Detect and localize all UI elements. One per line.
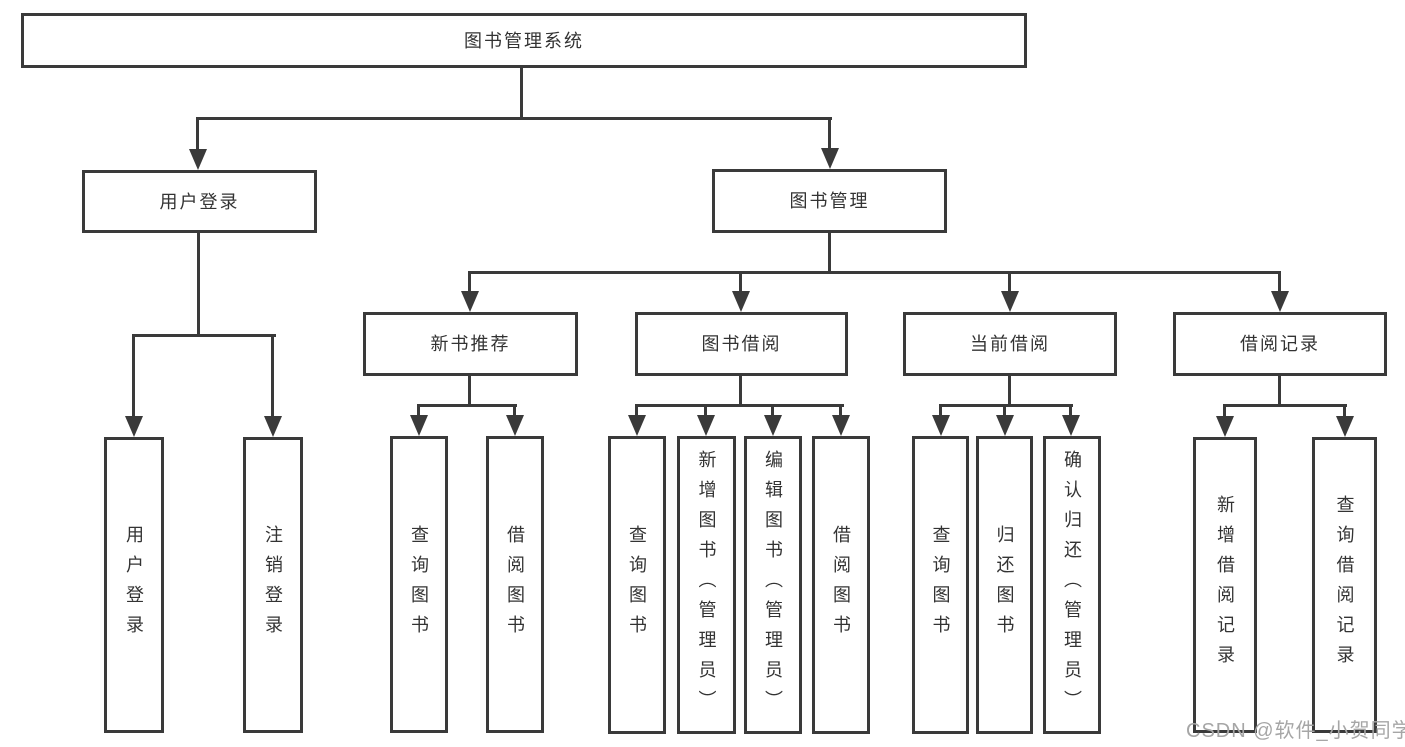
- arrow-down-icon: [764, 415, 782, 436]
- leaf-return-books: 归还图书: [976, 436, 1033, 734]
- connector-line: [132, 334, 135, 417]
- leaf-add-books-admin: 新增图书（管理员）: [677, 436, 736, 734]
- csdn-watermark: CSDN @软件_小贺同学: [1186, 720, 1405, 742]
- connector-line: [197, 233, 200, 336]
- connector-line: [939, 404, 942, 416]
- connector-line: [1003, 404, 1006, 416]
- leaf-add-borrow-record: 新增借阅记录: [1193, 437, 1257, 733]
- arrow-down-icon: [1001, 291, 1019, 312]
- connector-line: [739, 376, 742, 407]
- connector-line: [468, 271, 1281, 274]
- connector-line: [520, 66, 523, 118]
- connector-line: [704, 404, 707, 416]
- arrow-down-icon: [189, 149, 207, 170]
- node-book-borrowing: 图书借阅: [635, 312, 848, 376]
- connector-line: [417, 404, 517, 407]
- connector-line: [1278, 376, 1281, 407]
- node-library-management-system: 图书管理系统: [21, 13, 1027, 68]
- connector-line: [1223, 404, 1226, 417]
- leaf-query-borrow-record: 查询借阅记录: [1312, 437, 1377, 733]
- arrow-down-icon: [461, 291, 479, 312]
- arrow-down-icon: [1216, 416, 1234, 437]
- connector-line: [196, 117, 199, 151]
- arrow-down-icon: [732, 291, 750, 312]
- connector-line: [828, 233, 831, 274]
- connector-line: [1278, 271, 1281, 292]
- arrow-down-icon: [628, 415, 646, 436]
- connector-line: [1343, 404, 1346, 417]
- connector-line: [939, 404, 1073, 407]
- connector-line: [1069, 404, 1072, 416]
- node-current-borrowing: 当前借阅: [903, 312, 1117, 376]
- connector-line: [1008, 376, 1011, 407]
- arrow-down-icon: [1271, 291, 1289, 312]
- node-user-login: 用户登录: [82, 170, 317, 233]
- connector-line: [417, 404, 420, 416]
- arrow-down-icon: [410, 415, 428, 436]
- connector-line: [635, 404, 844, 407]
- arrow-down-icon: [1336, 416, 1354, 437]
- leaf-borrow-books: 借阅图书: [812, 436, 870, 734]
- node-book-management: 图书管理: [712, 169, 947, 233]
- node-borrowing-records: 借阅记录: [1173, 312, 1387, 376]
- arrow-down-icon: [264, 416, 282, 437]
- connector-line: [828, 117, 831, 151]
- arrow-down-icon: [697, 415, 715, 436]
- arrow-down-icon: [996, 415, 1014, 436]
- leaf-logout: 注销登录: [243, 437, 303, 733]
- connector-line: [739, 271, 742, 292]
- connector-line: [1223, 404, 1347, 407]
- arrow-down-icon: [932, 415, 950, 436]
- leaf-user-login: 用户登录: [104, 437, 164, 733]
- leaf-query-books: 查询图书: [912, 436, 969, 734]
- leaf-borrow-books: 借阅图书: [486, 436, 544, 733]
- connector-line: [271, 334, 274, 417]
- arrow-down-icon: [1062, 415, 1080, 436]
- arrow-down-icon: [125, 416, 143, 437]
- leaf-query-books: 查询图书: [608, 436, 666, 734]
- connector-line: [1008, 271, 1011, 292]
- leaf-edit-books-admin: 编辑图书（管理员）: [744, 436, 802, 734]
- leaf-query-books: 查询图书: [390, 436, 448, 733]
- connector-line: [513, 404, 516, 416]
- connector-line: [839, 404, 842, 416]
- connector-line: [196, 117, 832, 120]
- arrow-down-icon: [832, 415, 850, 436]
- connector-line: [468, 376, 471, 407]
- connector-line: [635, 404, 638, 416]
- connector-line: [771, 404, 774, 416]
- connector-line: [468, 271, 471, 292]
- leaf-confirm-return-admin: 确认归还（管理员）: [1043, 436, 1101, 734]
- arrow-down-icon: [821, 148, 839, 169]
- node-new-book-recommendation: 新书推荐: [363, 312, 578, 376]
- arrow-down-icon: [506, 415, 524, 436]
- connector-line: [132, 334, 276, 337]
